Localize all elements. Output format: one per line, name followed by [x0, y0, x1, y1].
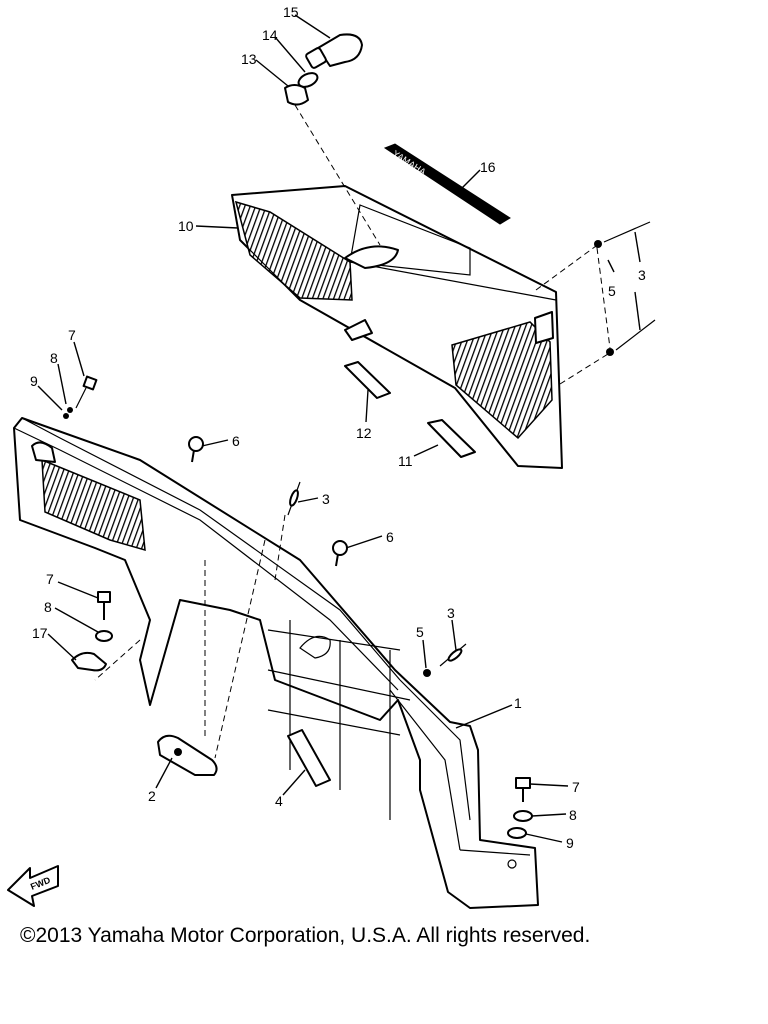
callout-5-low: 5 — [416, 624, 424, 640]
callout-16: 16 — [480, 159, 496, 175]
screw-part-6-b — [332, 540, 348, 567]
emblem-part: YAMAHA — [383, 143, 511, 225]
callout-3-mid: 3 — [322, 491, 330, 507]
exploded-parts-diagram: YAMAHA — [7, 4, 656, 909]
callout-4: 4 — [275, 793, 283, 809]
rivet-part-3-mid — [287, 481, 301, 516]
grommet-part-13 — [284, 84, 309, 106]
callout-6-a: 6 — [232, 433, 240, 449]
callout-11: 11 — [398, 453, 413, 469]
callout-13: 13 — [241, 51, 257, 67]
bracket-part-11 — [427, 419, 476, 458]
copyright-notice: ©2013 Yamaha Motor Corporation, U.S.A. A… — [20, 924, 591, 947]
callout-7-top: 7 — [68, 327, 76, 343]
callout-12: 12 — [356, 425, 372, 441]
bracket-part-12 — [344, 361, 391, 399]
screw-part-6-a — [188, 436, 204, 463]
callout-2: 2 — [148, 788, 156, 804]
callout-leaders — [37, 14, 641, 843]
bolt-part-7-top — [63, 375, 98, 419]
rivet-part-3-low — [423, 643, 467, 677]
callout-7-right: 7 — [572, 779, 580, 795]
bolt-part-7-right — [507, 777, 533, 839]
lower-cover-part — [13, 417, 539, 909]
callout-3-upper: 3 — [638, 267, 646, 283]
fwd-arrow-icon: FWD — [7, 865, 59, 907]
plate-part-2 — [157, 734, 218, 776]
clip-part-17 — [71, 651, 107, 672]
callout-3-low: 3 — [447, 605, 455, 621]
callout-labels: 15 14 13 16 10 5 3 12 11 7 8 9 6 3 6 7 8… — [30, 4, 646, 851]
callout-9-top: 9 — [30, 373, 38, 389]
bracket-part-4 — [287, 729, 331, 787]
callout-8-left: 8 — [44, 599, 52, 615]
callout-5-upper: 5 — [608, 283, 616, 299]
rivet-fasteners-right — [535, 221, 656, 385]
washer-part-14 — [297, 72, 319, 88]
callout-8-top: 8 — [50, 350, 58, 366]
callout-1: 1 — [514, 695, 522, 711]
callout-8-right: 8 — [569, 807, 577, 823]
callout-15: 15 — [283, 4, 299, 20]
upper-cover-part — [231, 185, 563, 469]
bolt-part-7-left — [95, 591, 113, 642]
callout-7-left: 7 — [46, 571, 54, 587]
callout-14: 14 — [262, 27, 278, 43]
callout-10: 10 — [178, 218, 194, 234]
knob-part-15 — [305, 33, 363, 69]
callout-6-b: 6 — [386, 529, 394, 545]
callout-17: 17 — [32, 625, 48, 641]
callout-9-right: 9 — [566, 835, 574, 851]
